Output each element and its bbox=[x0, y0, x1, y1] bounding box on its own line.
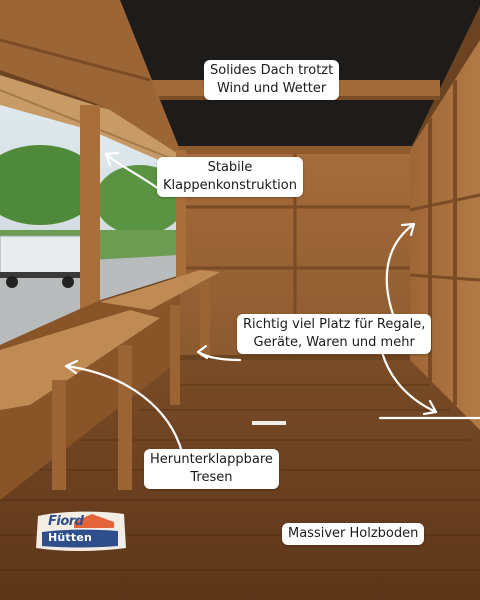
roof-annotation: Solides Dach trotzt Wind und Wetter bbox=[204, 60, 340, 100]
rear-counter bbox=[100, 270, 220, 310]
counter-annotation: Herunterklappbare Tresen bbox=[144, 449, 279, 489]
brand-logo: Fiord Hütten bbox=[34, 508, 128, 554]
left-lower-wall bbox=[0, 280, 180, 500]
window-post-left bbox=[80, 105, 100, 330]
space-annotation: Richtig viel Platz für Regale, Geräte, W… bbox=[237, 314, 432, 354]
logo-bottom-text: Hütten bbox=[48, 531, 93, 544]
space-arrow-down bbox=[380, 350, 438, 414]
truck bbox=[0, 235, 83, 277]
space-arrow-up bbox=[385, 222, 416, 322]
flap-arrow bbox=[104, 152, 162, 192]
logo-top-text: Fiord bbox=[48, 514, 84, 529]
front-counter bbox=[0, 310, 160, 410]
counter-arrow bbox=[64, 364, 184, 454]
flap-annotation: Stabile Klappenkonstruktion bbox=[157, 157, 303, 197]
left-upper-wall bbox=[0, 0, 180, 165]
floor-annotation: Massiver Holzboden bbox=[282, 523, 425, 545]
logo-brush-icon bbox=[36, 511, 126, 551]
